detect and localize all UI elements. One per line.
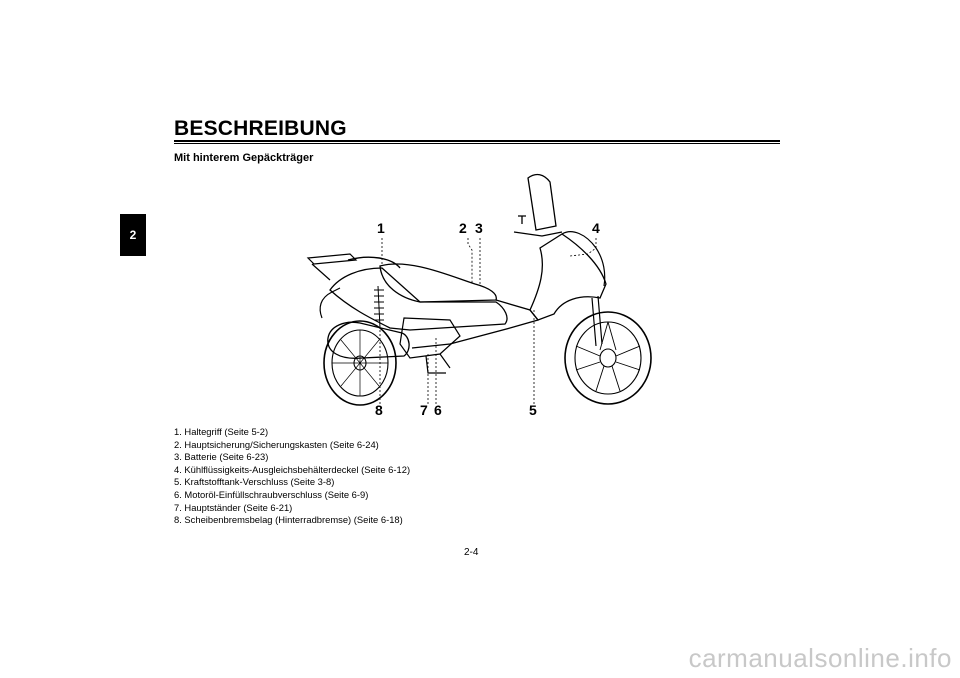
legend-item: 2. Hauptsicherung/Sicherungskasten (Seit… — [174, 438, 379, 450]
leader-lines — [379, 238, 597, 404]
chapter-tab: 2 — [120, 214, 146, 256]
legend-item: 4. Kühlflüssigkeits-Ausgleichsbehälterde… — [174, 463, 411, 475]
scooter-drawing — [306, 173, 652, 406]
section-subtitle: Mit hinterem Gepäckträger — [174, 152, 314, 164]
legend-item: 3. Batterie (Seite 6-23) — [174, 451, 269, 463]
legend-item: 5. Kraftstofftank-Verschluss (Seite 3-8) — [174, 476, 335, 488]
legend-item: 8. Scheibenbremsbelag (Hinterradbremse) … — [174, 514, 403, 526]
seat — [379, 263, 497, 303]
grab-handle — [347, 256, 401, 269]
callout-1: 1 — [377, 220, 385, 236]
rear-shock — [374, 285, 384, 329]
front-body — [529, 233, 607, 321]
handlebar — [513, 215, 563, 237]
parts-legend: 1. Haltegriff (Seite 5-2) 2. Hauptsicher… — [174, 426, 410, 527]
rear-carrier — [306, 253, 358, 281]
callout-5: 5 — [529, 402, 537, 418]
front-wheel — [564, 311, 652, 405]
exhaust — [327, 321, 410, 359]
legend-item: 1. Haltegriff (Seite 5-2) — [174, 426, 269, 437]
callout-7: 7 — [420, 402, 428, 418]
watermark: carmanualsonline.info — [688, 643, 952, 673]
title-rule — [174, 140, 780, 144]
callout-2: 2 — [459, 220, 467, 236]
callout-6: 6 — [434, 402, 442, 418]
floorboard — [411, 299, 540, 349]
legend-item: 6. Motoröl-Einfüllschraubverschluss (Sei… — [174, 488, 369, 500]
callout-8: 8 — [375, 402, 383, 418]
engine-block — [399, 317, 461, 359]
rear-body — [329, 267, 508, 331]
scooter-illustration: 1 2 3 4 5 6 7 8 — [300, 168, 660, 420]
legend-item: 7. Hauptständer (Seite 6-21) — [174, 501, 293, 513]
page-title: BESCHREIBUNG — [174, 117, 347, 140]
rear-wheel — [323, 320, 397, 406]
callout-3: 3 — [475, 220, 483, 236]
windscreen — [527, 173, 557, 231]
front-cowl — [561, 231, 606, 287]
front-fork — [591, 295, 603, 347]
main-stand — [425, 353, 451, 374]
page-number: 2-4 — [464, 547, 479, 558]
rear-fender — [319, 287, 341, 319]
callout-4: 4 — [592, 220, 600, 236]
